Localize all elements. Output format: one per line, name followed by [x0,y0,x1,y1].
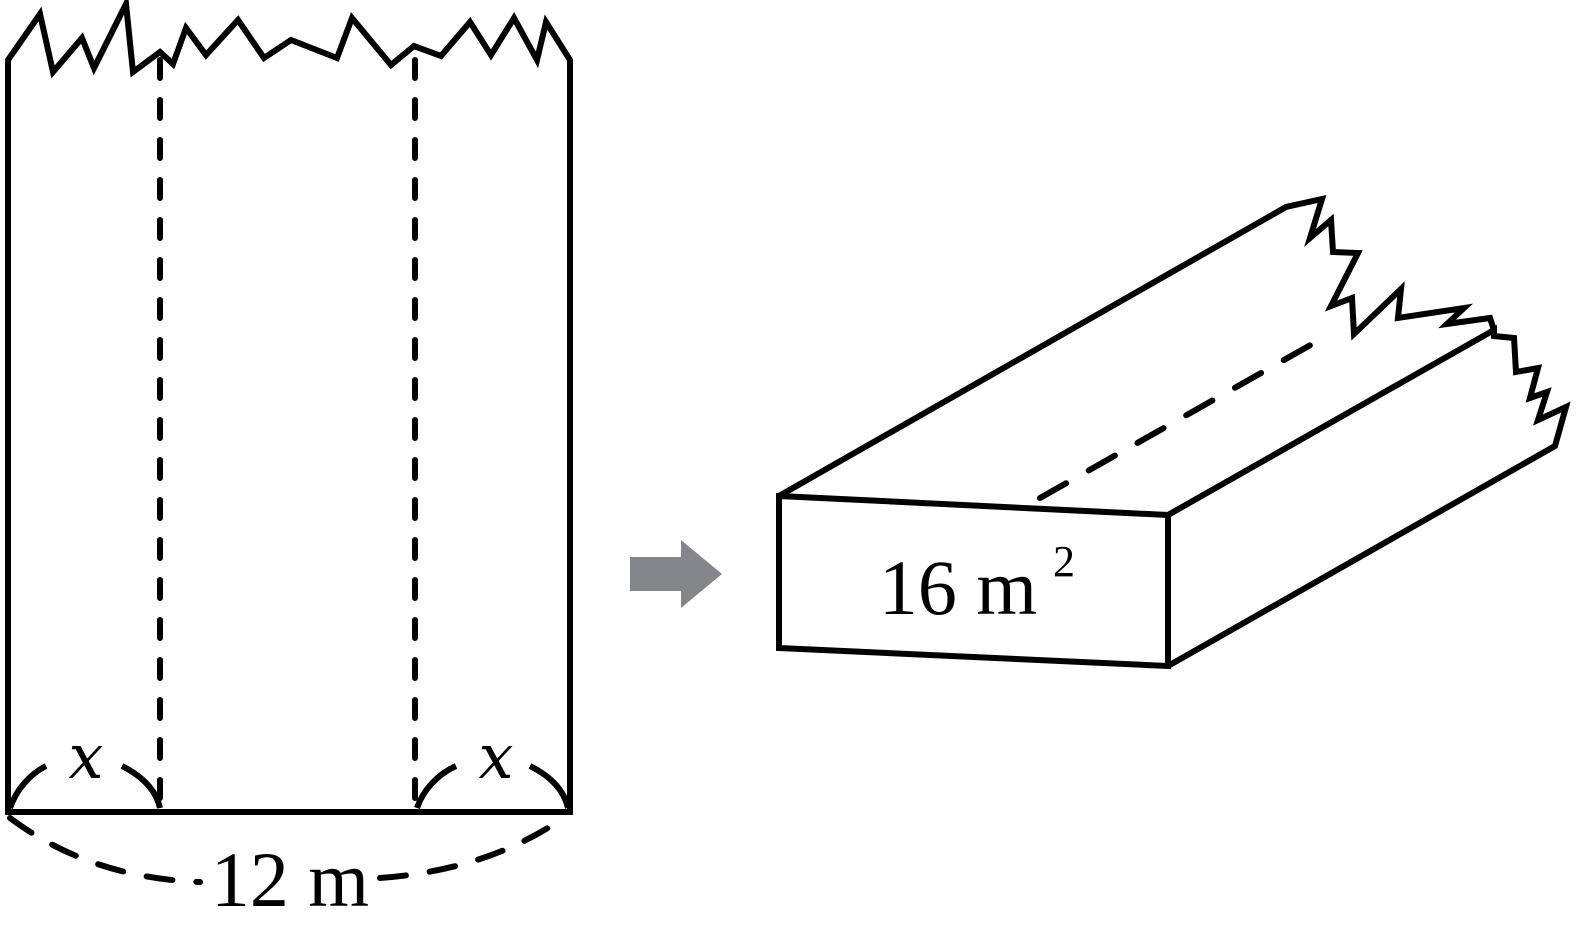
area-exponent: 2 [1053,537,1075,586]
right-arrow-icon [630,540,722,608]
fold-label-right: x [479,720,514,793]
cross-section-area-label: 16 m [879,544,1037,631]
trough-right-edge [1166,324,1571,669]
trough-hidden-edge [1037,331,1333,501]
fold-bracket-right [414,763,571,810]
folded-trough: 16 m 2 [776,194,1571,670]
width-dimension-arc [7,815,203,885]
sheet-outline [5,0,573,815]
fold-label-left: x [69,720,104,793]
fold-bracket-left [7,763,163,810]
width-label: 12 m [211,836,369,923]
trough-top-edge [777,194,1497,499]
width-dimension-arc-right [377,813,569,881]
flat-sheet: x x 12 m [5,0,573,923]
